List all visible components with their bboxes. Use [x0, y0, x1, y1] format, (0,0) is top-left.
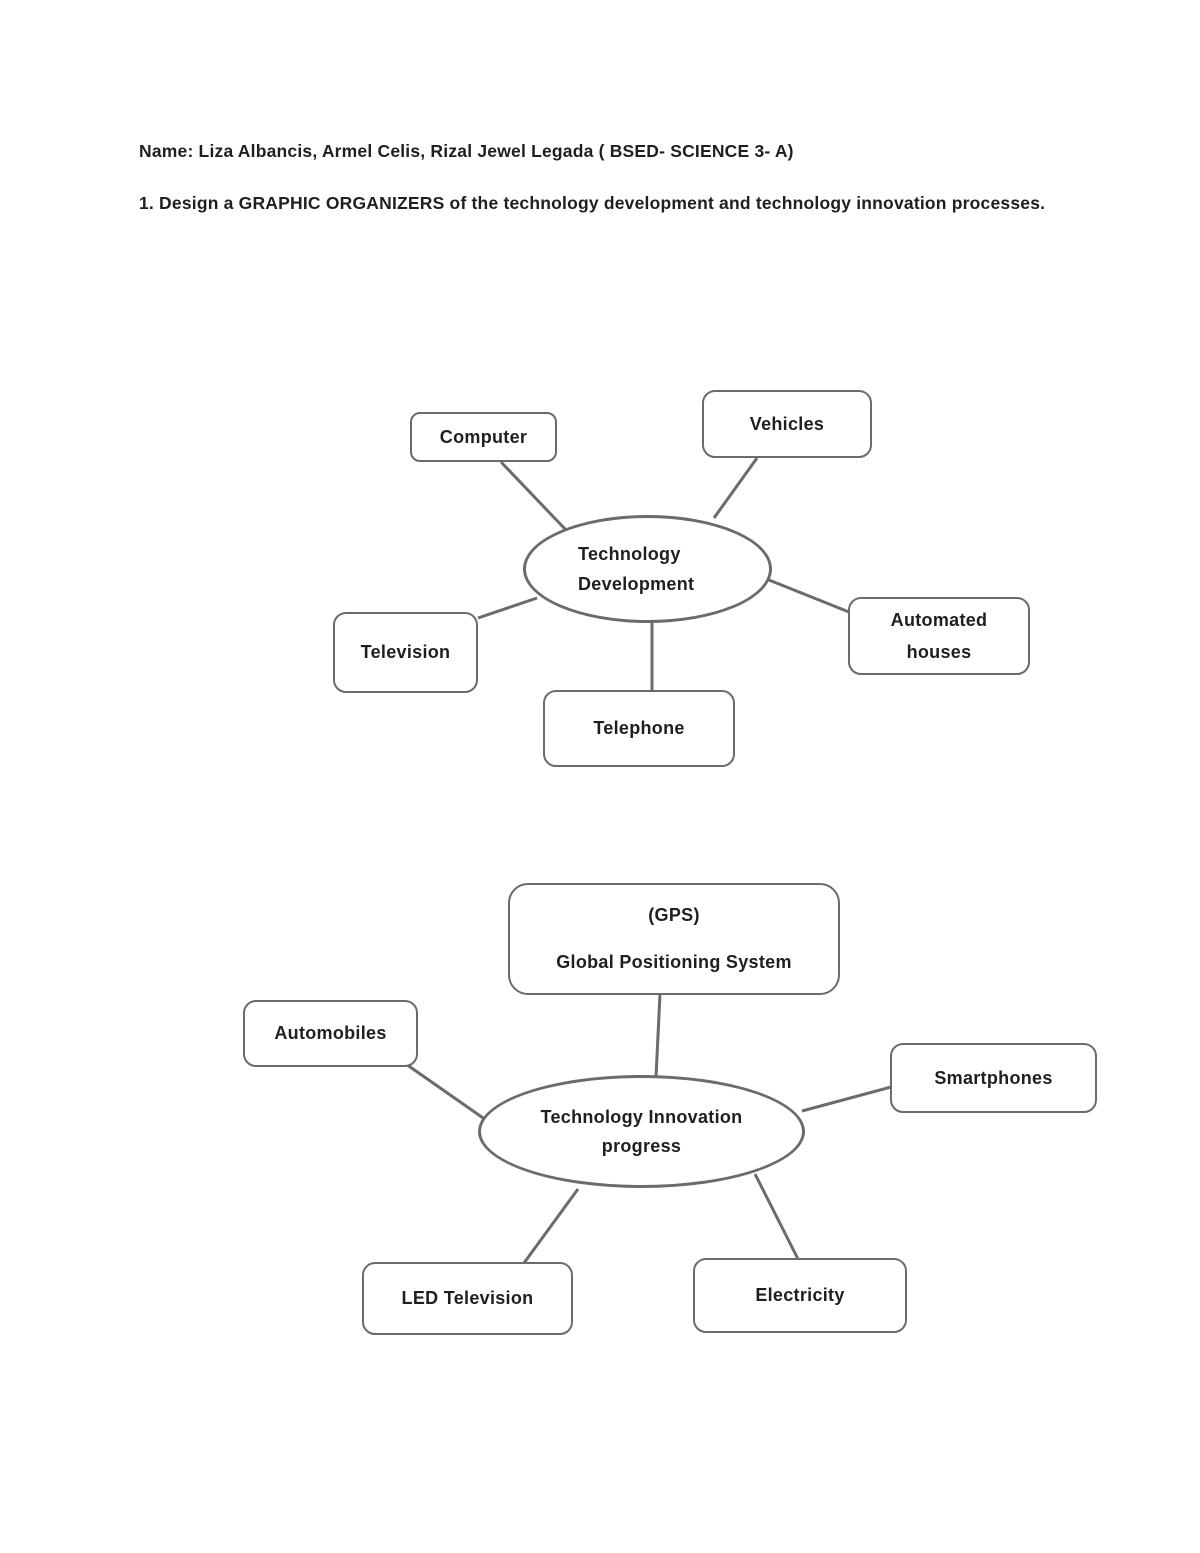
- node-led-television-label: LED Television: [401, 1288, 534, 1308]
- node-computer-label: Computer: [439, 426, 528, 447]
- node-television-label: Television: [360, 642, 451, 662]
- center-technology-innovation-line1: Technology Innovation: [540, 1106, 743, 1127]
- center-technology-development: Technology Development: [523, 515, 772, 623]
- node-automated-houses-line1: Automated: [890, 610, 988, 630]
- node-automobiles: Automobiles: [243, 1000, 418, 1067]
- connector-gps: [654, 993, 662, 1078]
- node-automated-houses: Automated houses: [848, 597, 1030, 675]
- node-gps-line2: Global Positioning System: [556, 952, 792, 972]
- node-telephone: Telephone: [543, 690, 735, 767]
- node-smartphones: Smartphones: [890, 1043, 1097, 1113]
- center-technology-development-line1: Technology: [578, 544, 681, 564]
- connector-smartphones: [801, 1085, 892, 1113]
- node-computer: Computer: [410, 412, 557, 462]
- center-technology-innovation-line2: progress: [601, 1135, 682, 1156]
- center-technology-development-line2: Development: [578, 574, 695, 594]
- node-automobiles-label: Automobiles: [274, 1023, 387, 1043]
- question-line: 1. Design a GRAPHIC ORGANIZERS of the te…: [139, 193, 1046, 213]
- node-television: Television: [333, 612, 478, 693]
- node-gps: (GPS) Global Positioning System: [508, 883, 840, 995]
- connector-electricity: [753, 1173, 800, 1260]
- node-vehicles: Vehicles: [702, 390, 872, 458]
- node-electricity: Electricity: [693, 1258, 907, 1333]
- connector-automated-houses: [768, 578, 850, 614]
- connector-automobiles: [402, 1060, 487, 1122]
- connector-vehicles: [712, 457, 759, 519]
- connector-television: [477, 596, 538, 620]
- name-line: Name: Liza Albancis, Armel Celis, Rizal …: [139, 141, 794, 161]
- node-gps-line1: (GPS): [648, 905, 700, 925]
- connector-computer: [499, 460, 568, 532]
- node-smartphones-label: Smartphones: [934, 1067, 1053, 1088]
- node-led-television: LED Television: [362, 1262, 573, 1335]
- connector-led-television: [522, 1188, 580, 1264]
- node-electricity-label: Electricity: [755, 1285, 845, 1305]
- node-automated-houses-line2: houses: [906, 642, 972, 662]
- node-vehicles-label: Vehicles: [749, 413, 825, 434]
- center-technology-innovation: Technology Innovation progress: [478, 1075, 805, 1188]
- node-telephone-label: Telephone: [593, 718, 685, 738]
